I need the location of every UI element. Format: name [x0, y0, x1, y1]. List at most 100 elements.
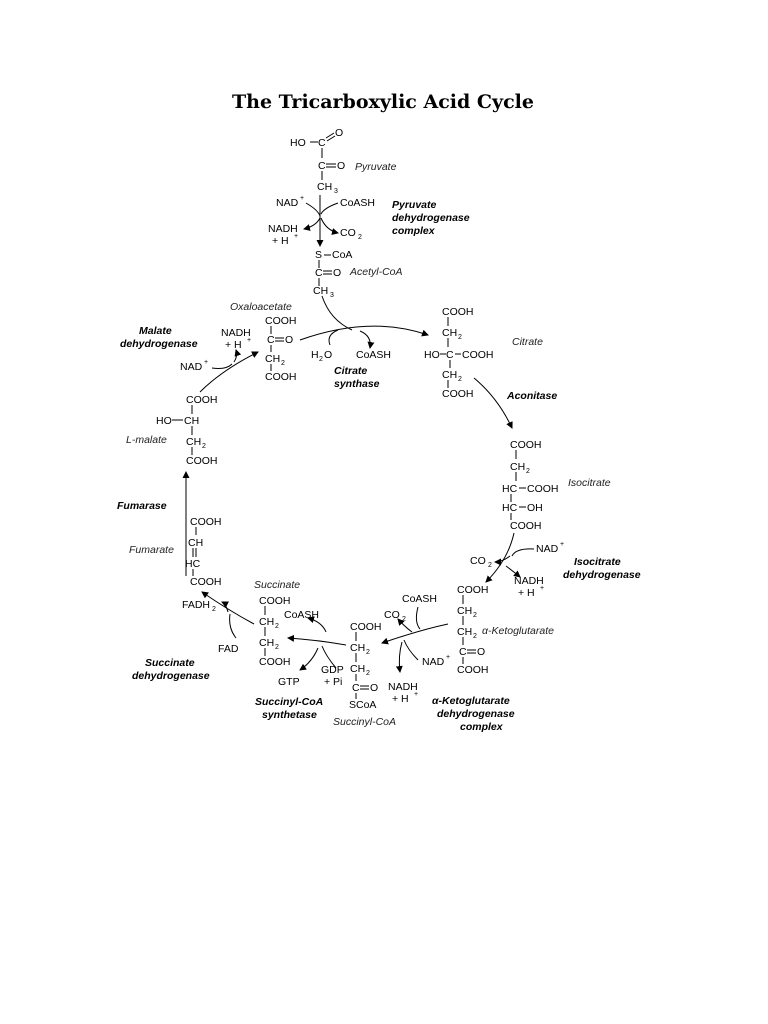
akgdh-arrow: [381, 623, 449, 645]
svg-text:dehydrogenase: dehydrogenase: [563, 569, 641, 581]
svg-text:CH: CH: [259, 616, 274, 628]
pdh-nad-curve: [305, 202, 321, 217]
svg-text:CH: CH: [317, 181, 332, 193]
idh-nadh-curve: [505, 565, 521, 578]
svg-text:CoASH: CoASH: [402, 593, 437, 605]
l-malate-label: L-malate: [126, 434, 167, 446]
svg-text:CH: CH: [188, 537, 203, 549]
svg-text:FADH: FADH: [182, 599, 210, 611]
pdh-co2-curve: [320, 217, 339, 235]
svg-text:COOH: COOH: [462, 349, 494, 361]
svg-text:CO: CO: [470, 555, 486, 567]
svg-text:+: +: [294, 233, 298, 240]
acetyl-coa-label: Acetyl-CoA: [349, 266, 403, 278]
svg-text:2: 2: [473, 633, 477, 640]
pdh-enzyme-label: Pyruvate dehydrogenase complex: [392, 199, 470, 237]
svg-text:3: 3: [330, 292, 334, 299]
sdh-fadh2-curve: [221, 601, 229, 613]
svg-text:2: 2: [402, 616, 406, 623]
svg-text:dehydrogenase: dehydrogenase: [132, 670, 210, 682]
scs-enzyme-label: Succinyl-CoA synthetase: [255, 696, 323, 721]
citrate-label: Citrate: [512, 336, 543, 348]
svg-text:CoA: CoA: [332, 249, 352, 261]
citrate-synthase-arrow: [299, 325, 429, 341]
svg-text:O: O: [335, 127, 343, 139]
svg-text:HC: HC: [502, 502, 518, 514]
svg-text:COOH: COOH: [190, 576, 222, 588]
page-title: The Tricarboxylic Acid Cycle: [232, 91, 534, 113]
akgdh-nad-curve: [403, 639, 419, 661]
svg-text:C: C: [318, 160, 326, 172]
svg-text:NADH: NADH: [388, 681, 418, 693]
svg-text:NADH: NADH: [268, 223, 298, 235]
oxaloacetate-label: Oxaloacetate: [230, 301, 292, 313]
svg-text:NAD: NAD: [180, 361, 203, 373]
svg-text:CH: CH: [442, 369, 457, 381]
idh-arrow: [485, 532, 515, 583]
svg-text:complex: complex: [392, 225, 436, 237]
svg-text:CoASH: CoASH: [284, 609, 319, 621]
svg-text:CO: CO: [384, 609, 400, 621]
svg-text:+: +: [247, 337, 251, 344]
svg-text:SCoA: SCoA: [349, 699, 376, 711]
svg-text:FAD: FAD: [218, 643, 239, 655]
svg-text:CH: CH: [457, 605, 472, 617]
succinate-label: Succinate: [254, 579, 300, 591]
svg-text:H: H: [311, 349, 319, 361]
svg-text:Pyruvate: Pyruvate: [392, 199, 437, 211]
svg-text:+ H: + H: [272, 235, 289, 247]
idh-nad-curve: [511, 548, 535, 557]
svg-text:synthase: synthase: [334, 378, 380, 390]
mdh-enzyme-label: Malate dehydrogenase: [120, 325, 198, 350]
svg-text:CH: CH: [265, 353, 280, 365]
svg-text:dehydrogenase: dehydrogenase: [392, 212, 470, 224]
svg-text:CH: CH: [259, 637, 274, 649]
sdh-cofactors: FADH 2 FAD: [182, 599, 239, 655]
l-malate-structure: COOH HO CH CH 2 COOH: [156, 394, 218, 467]
svg-text:dehydrogenase: dehydrogenase: [120, 338, 198, 350]
svg-text:CH: CH: [186, 436, 201, 448]
svg-text:S: S: [315, 249, 322, 261]
svg-text:CH: CH: [350, 663, 365, 675]
svg-text:2: 2: [458, 334, 462, 341]
svg-text:2: 2: [358, 234, 362, 241]
svg-text:HO: HO: [156, 415, 172, 427]
svg-text:Succinyl-CoA: Succinyl-CoA: [255, 696, 323, 708]
svg-text:C: C: [318, 137, 326, 149]
idh-cofactors: NAD + CO 2 NADH + H +: [470, 541, 564, 599]
svg-text:O: O: [370, 682, 378, 694]
svg-text:Isocitrate: Isocitrate: [574, 556, 621, 568]
svg-text:+: +: [204, 359, 208, 366]
scs-gtp-curve: [299, 647, 319, 671]
svg-text:+: +: [540, 585, 544, 592]
scs-gdp-curve: [321, 645, 337, 669]
svg-text:COOH: COOH: [457, 584, 489, 596]
acetyl-coa-structure: S CoA C O CH 3: [313, 249, 352, 299]
svg-text:COOH: COOH: [190, 516, 222, 528]
svg-text:NAD: NAD: [276, 197, 299, 209]
fumarate-structure: COOH CH HC COOH: [185, 516, 222, 588]
pyruvate-label: Pyruvate: [355, 161, 397, 173]
svg-text:CO: CO: [340, 227, 356, 239]
akgdh-enzyme-label: α-Ketoglutarate dehydrogenase complex: [432, 695, 515, 733]
h2o-curve: [328, 329, 339, 346]
svg-text:3: 3: [334, 188, 338, 195]
citrate-synthase-cofactors: H 2 O CoASH: [311, 349, 391, 363]
svg-text:COOH: COOH: [442, 388, 474, 400]
svg-text:C: C: [315, 267, 323, 279]
svg-text:C: C: [352, 682, 360, 694]
svg-text:HC: HC: [502, 483, 518, 495]
isocitrate-label: Isocitrate: [568, 477, 611, 489]
citrate-synthase-enzyme-label: Citrate synthase: [334, 365, 380, 390]
scs-cofactors: CoASH GDP + Pi GTP: [278, 609, 344, 688]
svg-text:C: C: [459, 646, 467, 658]
mdh-arrow: [199, 351, 259, 393]
svg-text:NADH: NADH: [514, 575, 544, 587]
svg-text:+: +: [560, 541, 564, 548]
succinate-structure: COOH CH 2 CH 2 COOH: [259, 595, 291, 668]
svg-text:Succinate: Succinate: [145, 657, 195, 669]
svg-text:HC: HC: [185, 558, 201, 570]
isocitrate-structure: COOH CH 2 HC COOH HC OH COOH: [502, 439, 559, 532]
